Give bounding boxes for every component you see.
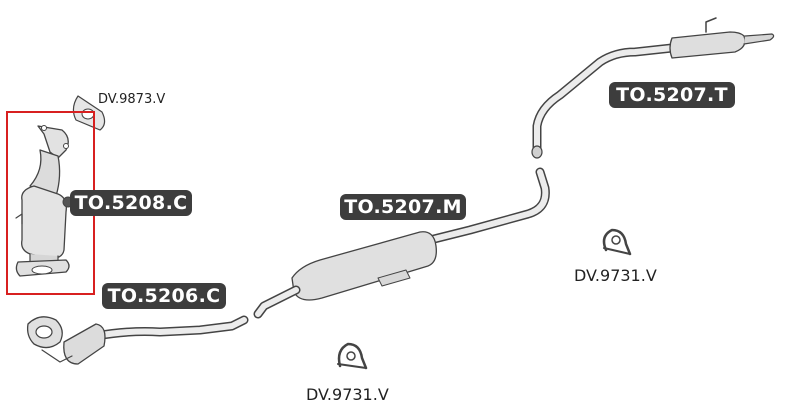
clamp-right-label[interactable]: DV.9731.V	[574, 266, 657, 285]
center-silencer-label[interactable]: TO.5207.M	[340, 194, 466, 220]
center-silencer-part[interactable]	[253, 167, 550, 319]
front-pipe-label[interactable]: TO.5206.C	[102, 283, 226, 309]
gasket-label[interactable]: DV.9873.V	[98, 92, 166, 107]
front-pipe-part[interactable]	[26, 315, 249, 365]
clamp-bottom-label[interactable]: DV.9731.V	[306, 385, 389, 404]
rear-silencer-part[interactable]	[531, 17, 775, 159]
catalytic-converter-label[interactable]: TO.5208.C	[70, 190, 192, 216]
clamp-right-part[interactable]	[602, 228, 632, 256]
rear-silencer-label[interactable]: TO.5207.T	[609, 82, 735, 108]
clamp-bottom-part[interactable]	[337, 342, 368, 370]
